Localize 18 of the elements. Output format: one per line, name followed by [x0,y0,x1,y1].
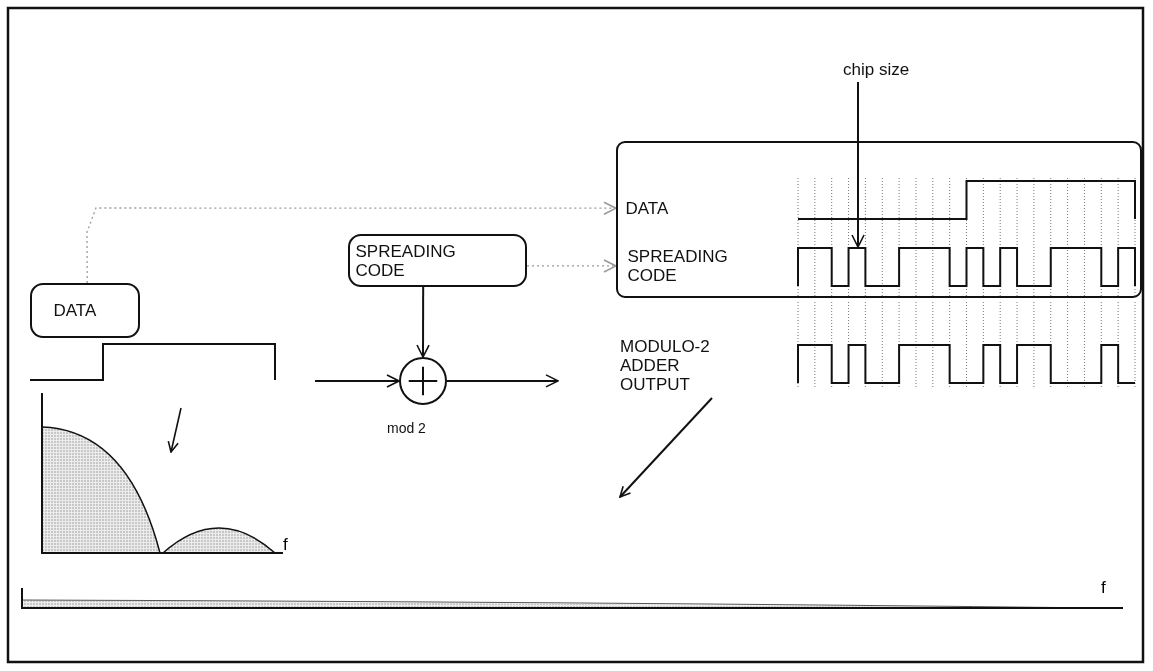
axis-label: f [283,535,288,554]
box-label: SPREADING CODE [355,241,457,280]
arrow [446,374,559,388]
caption-text: mod 2 [387,419,426,438]
arrow [526,259,617,273]
output-label: MODULO-2 ADDER OUTPUT [620,337,711,394]
box-label: DATA [53,300,97,320]
box-label: SPREADING CODE [627,246,729,285]
process-box [348,234,527,287]
arrow [86,201,617,284]
box-label: DATA [625,198,669,218]
annotation-text: chip size [843,60,910,79]
arrow [314,374,400,388]
arrow [851,81,865,248]
arrow [416,286,430,358]
axis-label: f [1101,578,1106,597]
waveform-panel [616,141,1142,298]
process-box [30,283,140,338]
